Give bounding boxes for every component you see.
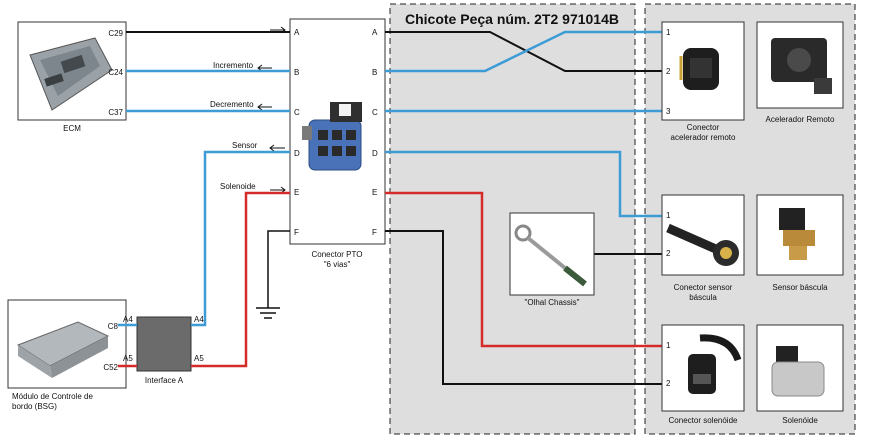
- chassis-eyelet: "Olhal Chassis": [509, 212, 595, 307]
- remote-pin-1: 1: [666, 28, 671, 37]
- pto-connector-image: [302, 102, 362, 171]
- pto-pin-left-b: B: [294, 68, 299, 77]
- ground-symbol: [256, 307, 280, 319]
- bsg-label-line2: bordo (BSG): [12, 402, 57, 411]
- pto-pin-left-c: C: [294, 108, 300, 117]
- ecm-pin-c37: C37: [108, 108, 123, 117]
- sensor-connector: 1 2 Conector sensor báscula: [661, 194, 745, 302]
- harness-title: Chicote Peça núm. 2T2 971014B: [405, 11, 619, 27]
- wire-f-solenoid-2: [385, 230, 662, 385]
- pto-pin-right-b: B: [372, 68, 377, 77]
- remote-connector: 1 2 3 Conector acelerador remoto: [661, 21, 745, 142]
- signal-label-sensor: Sensor: [232, 141, 258, 150]
- pto-pin-right-f: F: [372, 228, 377, 237]
- signal-label-solenoide: Solenoide: [220, 182, 256, 191]
- solenoid-pin-1: 1: [666, 341, 671, 350]
- ecm-pin-c24: C24: [108, 68, 123, 77]
- interface-pin-right-a5: A5: [194, 354, 204, 363]
- solenoid-pin-2: 2: [666, 379, 671, 388]
- remote-label-line1: Conector: [687, 123, 720, 132]
- solenoid-connector-label: Conector solenóide: [669, 416, 738, 425]
- pto-pin-right-a: A: [372, 28, 378, 37]
- interface-a: A4 A5 A4 A5 Interface A: [123, 315, 204, 385]
- solenoid-device-label: Solenóide: [782, 416, 818, 425]
- wire-a4-d: [191, 150, 290, 327]
- wire-f-ground: [267, 230, 290, 308]
- pto-label-line2: "6 vias": [324, 260, 351, 269]
- interface-pin-left-a5: A5: [123, 354, 133, 363]
- sensor-label-line2: báscula: [689, 293, 717, 302]
- ecm-pin-c29: C29: [108, 29, 123, 38]
- remote-pin-3: 3: [666, 107, 671, 116]
- pto-label-line1: Conector PTO: [312, 250, 363, 259]
- bsg-pin-c52: C52: [103, 363, 118, 372]
- signal-label-decremento: Decremento: [210, 100, 254, 109]
- bsg-module: C8 C52 Módulo de Controle de bordo (BSG): [7, 299, 127, 411]
- pto-pin-left-a: A: [294, 28, 300, 37]
- bsg-pin-c8: C8: [108, 322, 119, 331]
- interface-pin-right-a4: A4: [194, 315, 204, 324]
- pto-connector: A B C D E F A B C D E F Conector PTO "6 …: [289, 18, 386, 269]
- wire-a5-e: [191, 191, 290, 368]
- tilt-sensor-label: Sensor báscula: [772, 283, 828, 292]
- remote-pin-2: 2: [666, 67, 671, 76]
- pto-pin-left-f: F: [294, 228, 299, 237]
- ecm-image: [29, 37, 113, 111]
- remote-label-line2: acelerador remoto: [671, 133, 736, 142]
- wire-d-sensor-1: [385, 150, 662, 218]
- solenoid-connector: 1 2 Conector solenóide: [661, 324, 745, 425]
- bsg-image: [16, 321, 110, 378]
- pto-pin-right-c: C: [372, 108, 378, 117]
- interface-label: Interface A: [145, 376, 184, 385]
- solenoid-device: Solenóide: [756, 324, 844, 425]
- sensor-pin-2: 2: [666, 249, 671, 258]
- pto-pin-right-e: E: [372, 188, 377, 197]
- pto-pin-left-e: E: [294, 188, 299, 197]
- bsg-label-line1: Módulo de Controle de: [12, 392, 93, 401]
- pto-pin-right-d: D: [372, 149, 378, 158]
- ecm-label: ECM: [63, 124, 81, 133]
- sensor-pin-1: 1: [666, 211, 671, 220]
- signal-label-incremento: Incremento: [213, 61, 254, 70]
- pto-pin-left-d: D: [294, 149, 300, 158]
- sensor-label-line1: Conector sensor: [674, 283, 733, 292]
- ecm-module: ECM C29 C24 C37: [17, 21, 127, 133]
- wire-b-remote-1: [385, 30, 662, 73]
- chassis-label: "Olhal Chassis": [524, 298, 579, 307]
- interface-pin-left-a4: A4: [123, 315, 133, 324]
- tilt-sensor: Sensor báscula: [756, 194, 844, 292]
- remote-throttle: Acelerador Remoto: [756, 21, 844, 124]
- wire-e-solenoid-1: [385, 191, 662, 348]
- remote-throttle-label: Acelerador Remoto: [766, 115, 835, 124]
